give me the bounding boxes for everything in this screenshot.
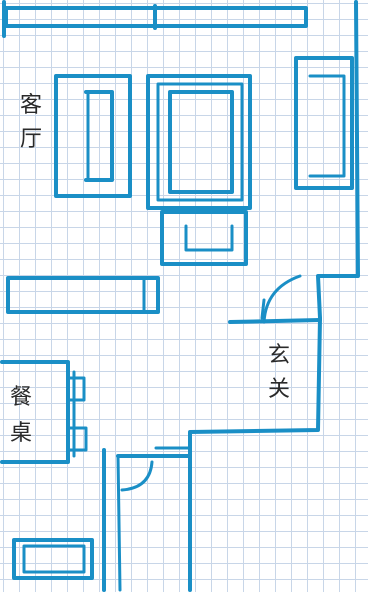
dining-label-char1: 餐 [10, 385, 32, 410]
walls [2, 0, 360, 592]
armchair-right [294, 56, 354, 190]
label-dining-table: 餐 桌 [10, 385, 32, 446]
entrance-label-char1: 玄 [268, 343, 290, 368]
living-room-label-char1: 客 [20, 93, 42, 118]
ottoman [160, 210, 248, 266]
dining-label-char2: 桌 [10, 421, 32, 446]
top-window [4, 4, 308, 30]
bottom-sofa [12, 538, 94, 580]
small-room [102, 446, 190, 592]
entrance-label-char2: 关 [268, 377, 290, 402]
armchair-left [54, 74, 132, 198]
living-room-label-char2: 厅 [20, 127, 42, 152]
label-living-room: 客 厅 [20, 93, 42, 152]
label-entrance: 玄 关 [268, 343, 290, 402]
hatched-partition [6, 276, 160, 314]
dining-table [0, 360, 88, 464]
coffee-table [146, 74, 252, 210]
